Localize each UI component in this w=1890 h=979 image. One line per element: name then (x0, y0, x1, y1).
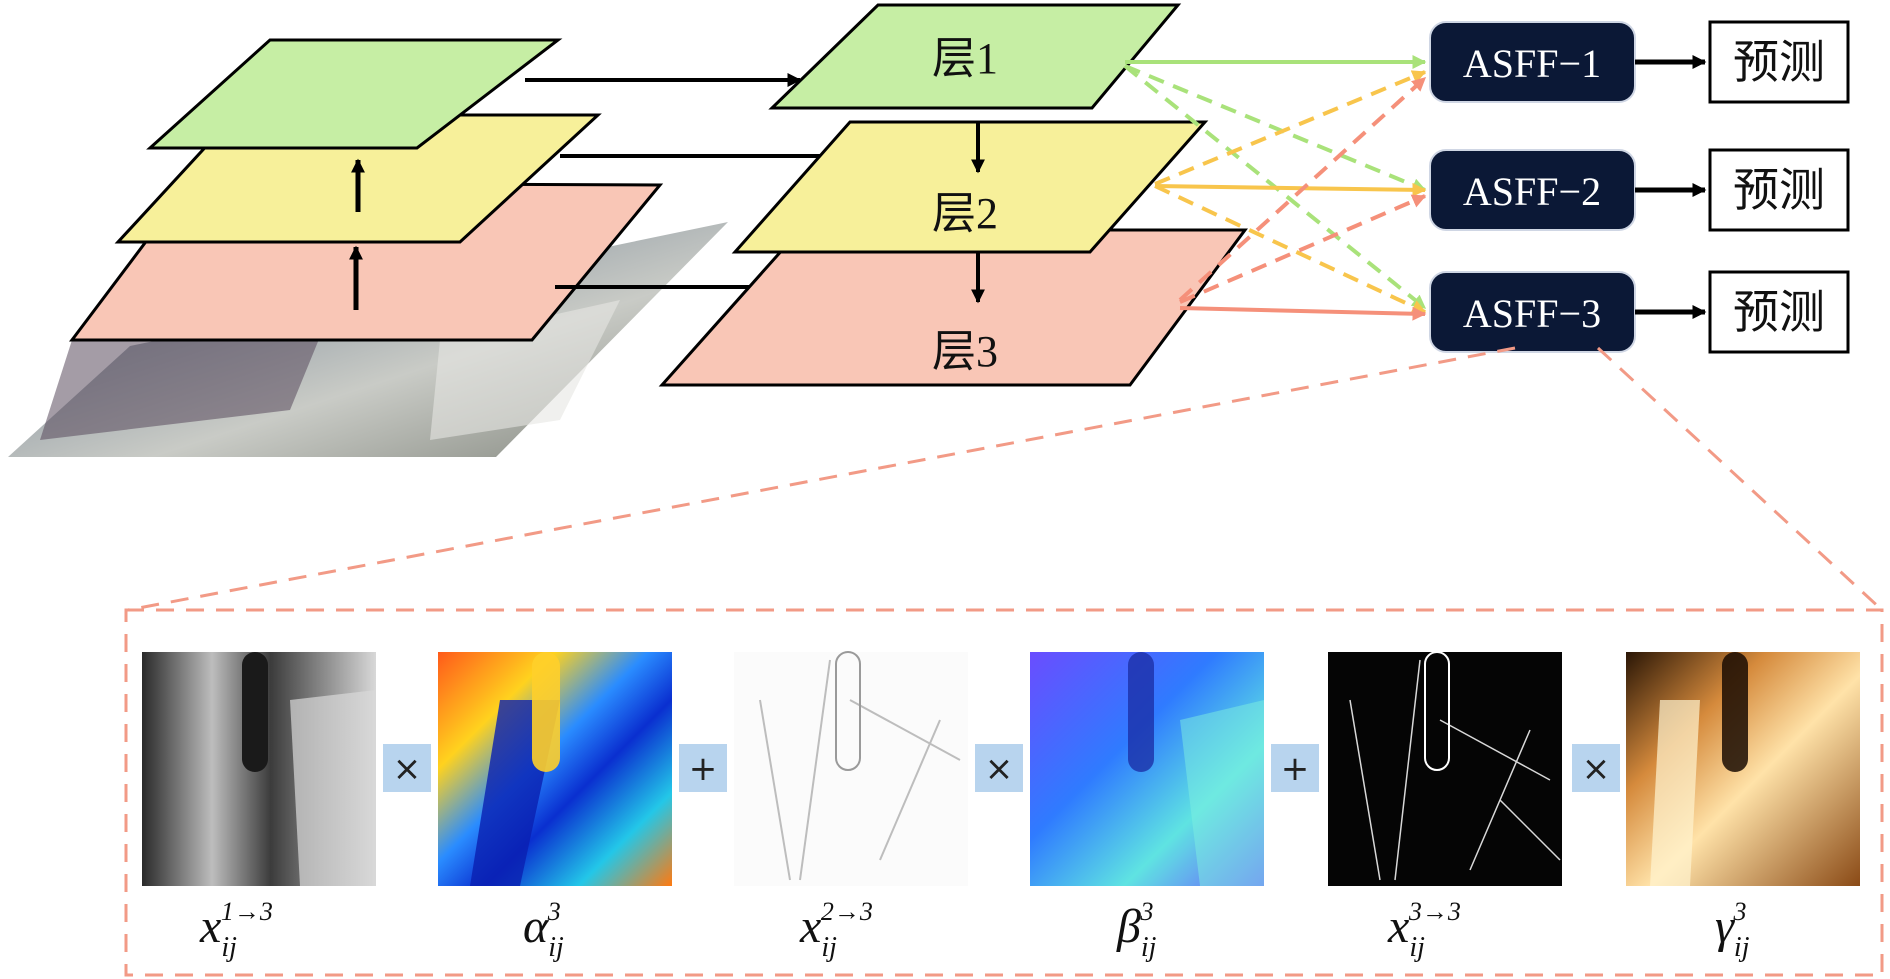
asff-module-1: ASFF−1 预测 (1429, 20, 1850, 104)
layer-2-label: 层2 (932, 189, 998, 238)
asff-1-label: ASFF−1 (1463, 41, 1601, 86)
prediction-box-2 (1708, 148, 1850, 232)
arrow-l2-asff3 (1154, 184, 1427, 314)
arrow-l3-asff2 (1179, 194, 1427, 304)
layer-1-plane (768, 3, 1182, 110)
fusion-detail-frame (124, 608, 1884, 977)
weight-map-gamma (1626, 652, 1860, 886)
layer-3-label: 层3 (932, 327, 998, 376)
svg-text:+: + (689, 749, 718, 789)
operator-multiply-1: × (383, 744, 431, 792)
prediction-1-label: 预测 (1733, 37, 1825, 88)
arrow-l1-asff2 (1124, 64, 1427, 192)
operator-multiply-2: × (975, 744, 1023, 792)
weight-map-beta (1030, 652, 1264, 886)
operator-multiply-3: × (1572, 744, 1620, 792)
layer-1-label: 层1 (932, 34, 998, 83)
arrow-l2-asff1 (1154, 70, 1427, 186)
feature-image-x2to3 (734, 651, 968, 886)
svg-text:×: × (393, 749, 422, 789)
asff-module-2: ASFF−2 预测 (1429, 148, 1850, 232)
arrow-l2-asff2 (1154, 182, 1427, 197)
feature-image-x3to3 (1328, 651, 1562, 886)
svg-text:×: × (985, 749, 1014, 789)
prediction-box-3 (1708, 270, 1850, 354)
input-pyramid (8, 38, 728, 457)
fusion-detail: × + × + × xij1→3 αij3 xij2→3 βij3 (142, 651, 1860, 963)
feature-image-x1to3 (142, 652, 376, 886)
asff-3-label: ASFF−3 (1463, 291, 1601, 336)
arrow-l3-asff1 (1178, 76, 1427, 302)
operator-add-2: + (1271, 744, 1319, 792)
label-alpha: αij3 (523, 897, 564, 963)
prediction-2-label: 预测 (1733, 165, 1825, 216)
arrow-l3-asff3 (1179, 306, 1427, 321)
prediction-3-label: 预测 (1733, 287, 1825, 338)
zoom-line-left (127, 346, 1516, 612)
pyramid-layer-top (146, 38, 563, 150)
asff-2-label: ASFF−2 (1463, 169, 1601, 214)
asff-module-3: ASFF−3 预测 (1429, 270, 1850, 354)
middle-layers: 层1 层2 层3 (658, 3, 1248, 387)
label-gamma: γij3 (1715, 897, 1750, 963)
operator-add-1: + (679, 744, 727, 792)
weight-map-alpha (438, 652, 672, 886)
svg-text:×: × (1582, 749, 1611, 789)
label-x-3to3: xij3→3 (1387, 897, 1461, 963)
svg-text:+: + (1281, 749, 1310, 789)
label-x-2to3: xij2→3 (799, 897, 873, 963)
fusion-arrows (1123, 55, 1427, 321)
zoom-line-right (1596, 346, 1884, 612)
label-beta: βij3 (1116, 897, 1157, 963)
layer-2-plane (731, 120, 1209, 254)
prediction-box-1 (1708, 20, 1850, 104)
label-x-1to3: xij1→3 (199, 897, 273, 963)
